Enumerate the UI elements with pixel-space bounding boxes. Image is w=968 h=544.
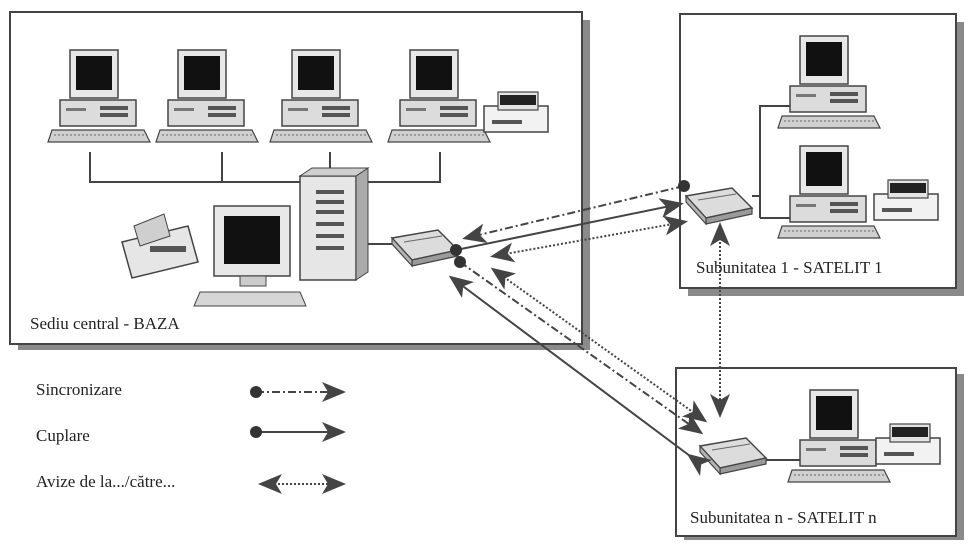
sat1-lan [752, 105, 790, 219]
main-monitor-icon [193, 205, 307, 307]
server-icon [298, 167, 370, 281]
satellite-n-label: Subunitatea n - SATELIT n [690, 508, 877, 527]
legend-notices-label: Avize de la.../către... [36, 472, 176, 491]
laser-printer-icon [121, 213, 199, 279]
central-office-label: Sediu central - BAZA [30, 314, 180, 333]
connections [448, 180, 730, 476]
legend-sync-label: Sincronizare [36, 380, 122, 399]
satellite-1-label: Subunitatea 1 - SATELIT 1 [696, 258, 883, 277]
legend-coupling-label: Cuplare [36, 426, 90, 445]
